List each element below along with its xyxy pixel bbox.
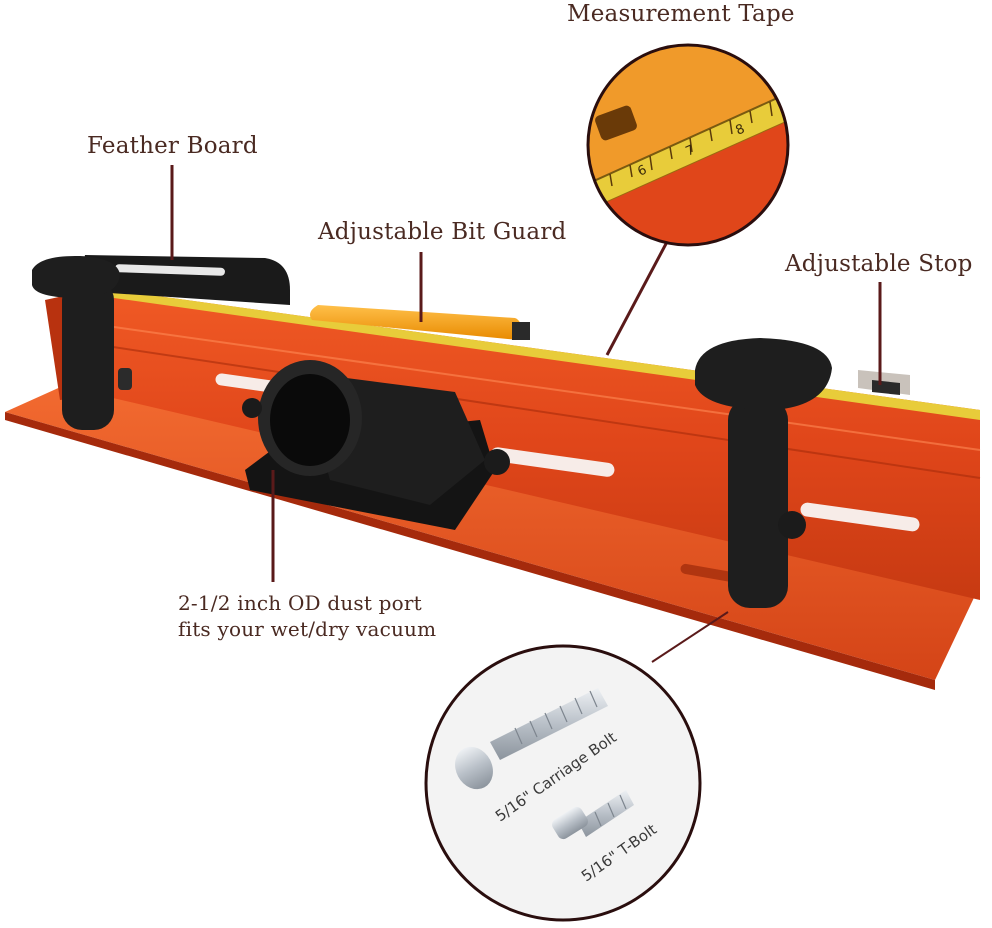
feather-board — [81, 255, 290, 305]
bolts-magnifier: 5/16" Carriage Bolt 5/16" T-Bolt — [424, 644, 702, 922]
dust-port-label-line1: 2-1/2 inch OD dust port — [178, 591, 422, 615]
feather-board-label: Feather Board — [87, 133, 258, 159]
dust-port-label-line2: fits your wet/dry vacuum — [178, 617, 437, 641]
leader-measurement-tape — [605, 239, 670, 356]
left-clamp-knob — [32, 255, 132, 430]
adjustable-stop-label: Adjustable Stop — [785, 251, 973, 277]
tape-magnifier: 6 7 8 — [586, 43, 790, 247]
dust-port — [245, 360, 495, 530]
adjustable-stop-block — [858, 370, 910, 395]
bit-guard — [310, 305, 530, 340]
fence-slot-mid — [490, 447, 615, 477]
t-bolt — [552, 790, 634, 840]
leader-bolts — [651, 611, 729, 663]
bit-guard-label: Adjustable Bit Guard — [318, 219, 567, 245]
carriage-bolt — [455, 688, 608, 790]
dust-port-label: 2-1/2 inch OD dust port fits your wet/dr… — [178, 590, 436, 642]
right-clamp-knob — [695, 338, 832, 608]
fence-base-edge — [5, 412, 935, 690]
measurement-tape-label: Measurement Tape — [567, 1, 795, 27]
fence-slot-right — [800, 502, 920, 532]
fence-base-flange — [5, 385, 980, 680]
